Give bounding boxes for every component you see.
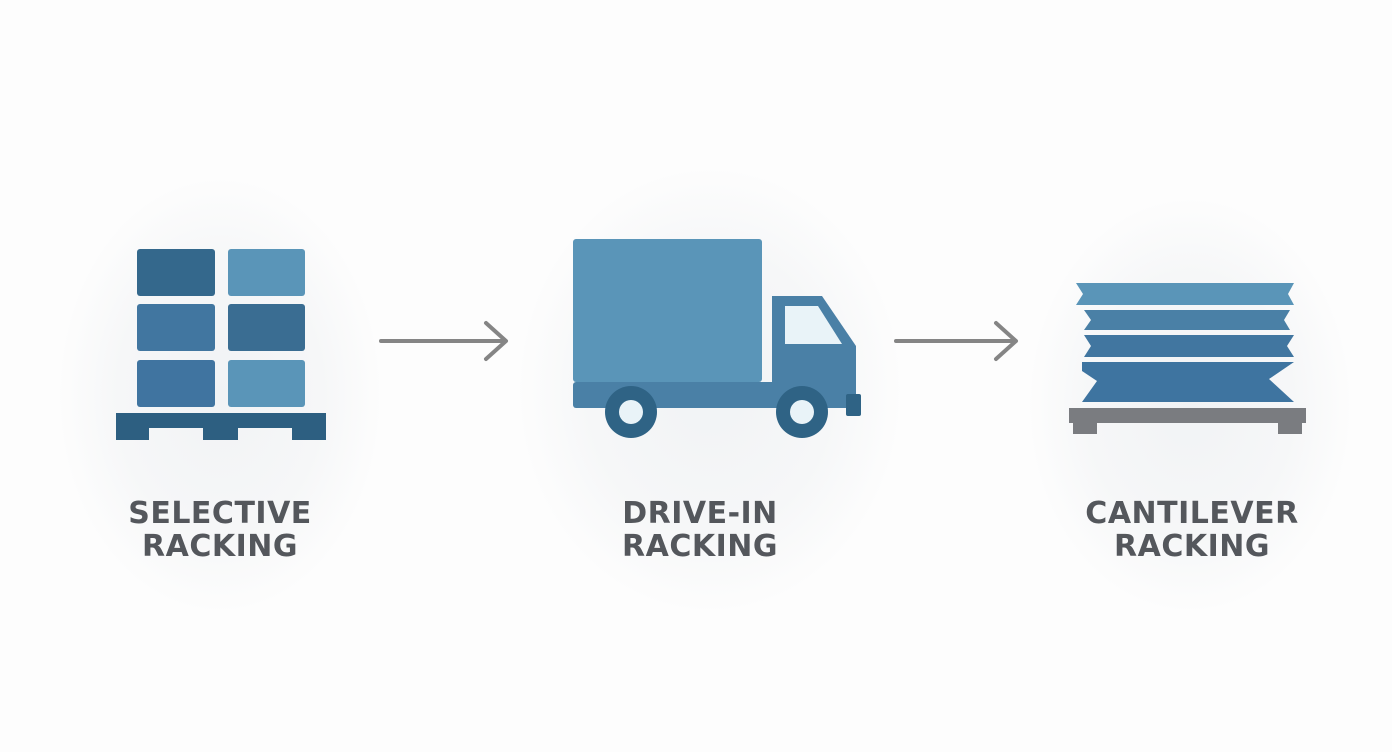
pallet-foot-right	[292, 426, 326, 440]
box-bottom-right	[228, 360, 305, 407]
step-label-line2: RACKING	[1114, 529, 1270, 564]
pallet-boxes-icon	[116, 249, 326, 440]
lumber-board-2	[1084, 310, 1290, 330]
step-label-line1: DRIVE-IN	[622, 496, 778, 531]
pallet-foot-middle	[203, 426, 238, 440]
step-label-cantilever: CANTILEVER RACKING	[1042, 497, 1342, 563]
lumber-board-4	[1082, 362, 1294, 402]
lumber-pallet-deck	[1069, 408, 1306, 423]
box-top-left	[137, 249, 215, 296]
step-label-line2: RACKING	[142, 529, 298, 564]
step-label-line1: CANTILEVER	[1085, 496, 1299, 531]
background-halo-cantilever	[1030, 200, 1350, 610]
lumber-pallet-foot-right	[1278, 421, 1302, 434]
stacked-lumber-icon	[1069, 283, 1306, 434]
pallet-deck	[116, 413, 326, 428]
arrow-right-icon	[379, 321, 508, 361]
step-label-line2: RACKING	[622, 529, 778, 564]
truck-window	[785, 306, 842, 344]
truck-bumper	[846, 394, 861, 416]
pallet-foot-left	[116, 426, 149, 440]
step-label-drive-in: DRIVE-IN RACKING	[550, 497, 850, 563]
truck-cargo-box	[573, 239, 762, 382]
truck-icon	[573, 239, 861, 438]
lumber-board-1	[1076, 283, 1294, 305]
step-label-line1: SELECTIVE	[128, 496, 312, 531]
lumber-pallet-foot-left	[1073, 421, 1097, 434]
background-halo-selective	[60, 180, 380, 610]
box-bottom-left	[137, 360, 215, 407]
arrow-right-icon	[894, 321, 1018, 361]
box-middle-right	[228, 304, 305, 351]
lumber-board-3	[1084, 335, 1294, 357]
box-top-right	[228, 249, 305, 296]
box-middle-left	[137, 304, 215, 351]
step-label-selective: SELECTIVE RACKING	[70, 497, 370, 563]
